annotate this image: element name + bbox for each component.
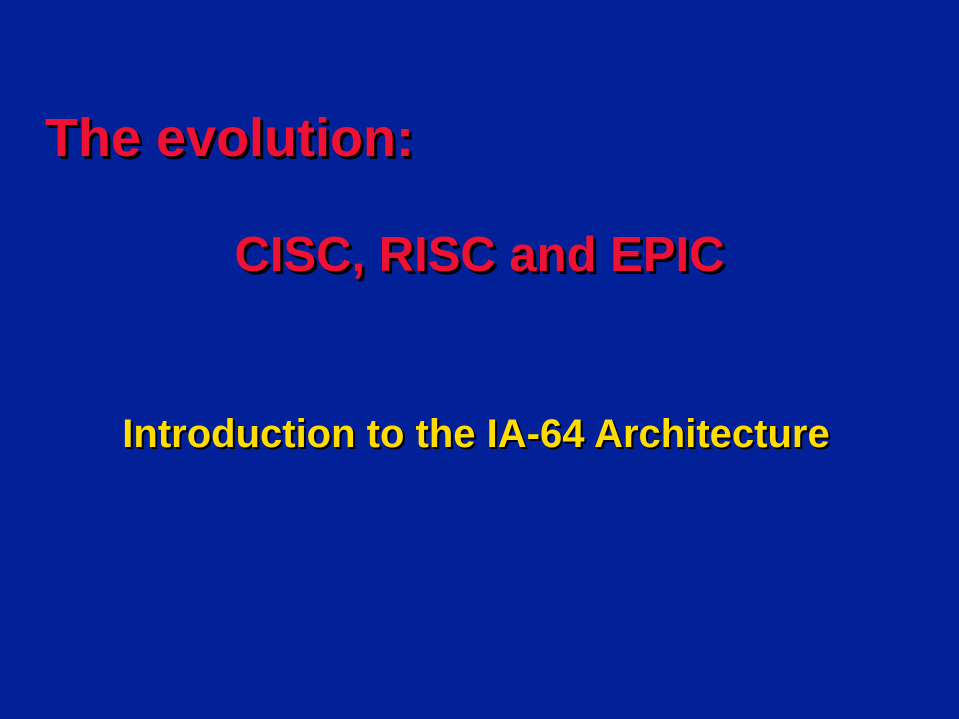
slide-heading: The evolution:: [45, 108, 414, 168]
slide-intro-line: Introduction to the IA-64 Architecture: [122, 412, 830, 456]
slide-subheading: CISC, RISC and EPIC: [234, 228, 725, 282]
